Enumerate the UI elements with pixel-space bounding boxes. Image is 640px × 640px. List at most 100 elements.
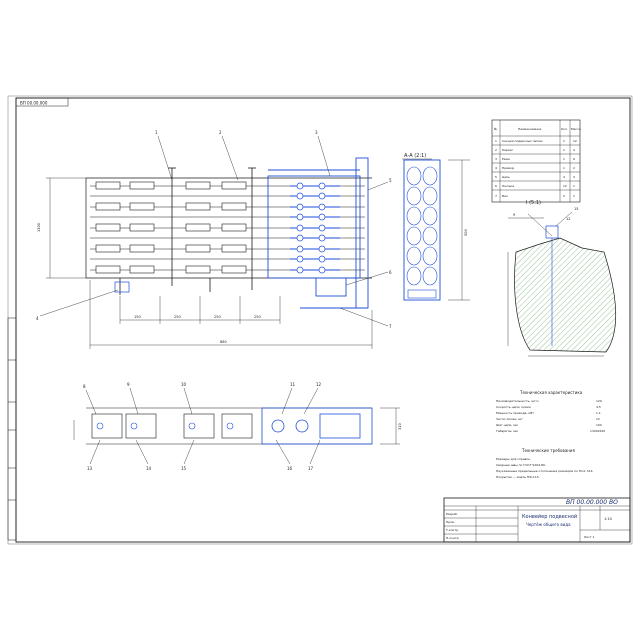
callout-1: 1 xyxy=(155,130,158,135)
spec-row-qty: 12 xyxy=(563,184,567,188)
section-a-a-title: А-А (2:1) xyxy=(404,153,426,159)
spec-row-mass: 2 xyxy=(573,166,575,170)
tech-requirements: Технические требования Размеры для справ… xyxy=(496,448,593,479)
tech-char-value: 100 xyxy=(596,423,602,427)
callout-3: 3 xyxy=(315,130,318,135)
tech-characteristics: Техническая характеристика Производитель… xyxy=(496,390,605,433)
tech-char-title: Техническая характеристика xyxy=(519,390,583,395)
plan-drive-block xyxy=(261,407,373,445)
detail-view: Ⅰ (5:1) 12 9 15 xyxy=(507,200,617,357)
spec-row-name: Люлька xyxy=(502,184,514,188)
spec-row-n: 7 xyxy=(495,194,497,198)
spec-row-mass: 3 xyxy=(573,175,575,179)
detail-hatched-body xyxy=(514,237,617,353)
tech-req-row: Размеры для справок. xyxy=(496,457,531,461)
spec-row-mass: 4 xyxy=(573,148,575,152)
dim-height-value: 1300 xyxy=(37,223,41,232)
spec-row-n: 1 xyxy=(495,139,497,143)
tech-char-value: 4,5 xyxy=(596,405,601,409)
support-posts xyxy=(119,167,256,295)
tech-req-row: Сварные швы по ГОСТ 5264-80. xyxy=(496,463,546,467)
spec-row-qty: 1 xyxy=(563,157,565,161)
title-subtitle: Чертёж общего вида xyxy=(526,522,571,527)
title-doc-code: ВП 00.00.000 ВО xyxy=(566,499,618,506)
spec-row-n: 5 xyxy=(495,175,497,179)
spec-row-name: Секция подвесных люлек xyxy=(502,139,543,143)
detail-label-15: 15 xyxy=(574,207,578,211)
tech-char-value: 1,1 xyxy=(596,411,601,415)
spec-h-num: № xyxy=(494,127,497,131)
title-role-tcontrol: Т.контр. xyxy=(445,528,459,532)
spec-h-qty: Кол. xyxy=(561,127,568,131)
callout-16: 16 xyxy=(287,466,293,471)
main-leaders xyxy=(39,135,389,327)
tech-char-row: Число люлек, шт xyxy=(496,417,523,421)
callout-5: 5 xyxy=(389,178,392,183)
callout-4: 4 xyxy=(36,316,39,321)
dim-880: 880 xyxy=(220,340,227,344)
detail-label-9: 9 xyxy=(513,213,515,217)
tech-char-row: Скорость цепи, м/мин xyxy=(496,405,531,409)
top-stamp: ВП 00.00.000 xyxy=(15,97,69,107)
dim-250-a: 250 xyxy=(174,315,181,319)
section-cradles xyxy=(406,166,438,286)
tech-char-row: Мощность привода, кВт xyxy=(496,411,534,415)
spec-h-mass: Масса xyxy=(571,127,581,131)
main-view: 1300 150 250 250 250 880 1 2 3 4 5 6 7 xyxy=(36,130,392,349)
main-callouts: 1 2 3 4 5 6 7 xyxy=(36,130,392,329)
callout-10: 10 xyxy=(181,382,187,387)
title-role-check: Пров. xyxy=(446,520,455,524)
title-name: Конвейер подвесной xyxy=(522,513,577,520)
tech-req-row: Неуказанные предельные отклонения размер… xyxy=(496,469,593,473)
dim-250-c: 250 xyxy=(254,315,261,319)
top-stamp-text: ВП 00.00.000 xyxy=(20,101,48,106)
main-dimensions xyxy=(46,177,373,349)
dim-plan-310: 310 xyxy=(398,423,402,430)
title-role-ncontrol: Н.контр. xyxy=(446,536,459,540)
callout-13: 13 xyxy=(87,466,93,471)
left-binding-strip xyxy=(7,317,17,541)
callout-15: 15 xyxy=(181,466,187,471)
spec-row-qty: 2 xyxy=(563,194,565,198)
tech-req-row: Покрытие — эмаль ПФ-115. xyxy=(496,475,540,479)
callout-2: 2 xyxy=(219,130,222,135)
detail-label-12: 12 xyxy=(566,217,570,221)
drive-section xyxy=(267,157,369,309)
tech-req-title: Технические требования xyxy=(521,448,576,453)
spec-row-qty: 4 xyxy=(563,175,565,179)
callout-12: 12 xyxy=(316,382,322,387)
callout-7: 7 xyxy=(389,324,392,329)
spec-row-n: 4 xyxy=(495,166,497,170)
tech-char-row: Производительность, шт/ч xyxy=(496,399,539,403)
plan-view: 8 9 10 11 12 13 14 15 16 17 310 xyxy=(73,382,402,471)
detail-title: Ⅰ (5:1) xyxy=(526,200,541,206)
callout-11: 11 xyxy=(290,382,296,387)
title-sheet: Лист 1 xyxy=(584,535,595,539)
main-dimension-values: 1300 150 250 250 250 880 xyxy=(37,223,261,344)
dim-250-b: 250 xyxy=(214,315,221,319)
drive-sprockets xyxy=(296,182,326,274)
callout-14: 14 xyxy=(146,466,152,471)
tech-char-value: 1300x500 xyxy=(590,429,605,433)
spec-h-name: Наименование xyxy=(518,127,541,131)
dim-section-500: 500 xyxy=(464,229,468,236)
section-a-a: А-А (2:1) 500 xyxy=(402,153,470,301)
spec-row-name: Цепь xyxy=(502,175,510,179)
callout-17: 17 xyxy=(308,466,314,471)
title-block: ВП 00.00.000 ВО Конвейер подвесной Чертё… xyxy=(443,497,631,543)
tech-char-value: 120 xyxy=(596,399,602,403)
spec-row-n: 6 xyxy=(495,184,497,188)
spec-row-qty: 1 xyxy=(563,148,565,152)
tech-char-row: Габариты, мм xyxy=(496,429,518,433)
spec-row-name: Рама xyxy=(502,157,510,161)
spec-row-mass: 6 xyxy=(573,157,575,161)
plan-callouts: 8 9 10 11 12 13 14 15 16 17 xyxy=(83,382,322,471)
title-scale: 1:10 xyxy=(604,517,612,521)
spec-row-name: Каркас xyxy=(502,148,514,152)
spec-row-qty: 1 xyxy=(563,139,565,143)
section-frame xyxy=(403,159,441,301)
spec-table: № Наименование Кол. Масса 1 Секция подве… xyxy=(491,119,581,203)
spec-row-name: Вал xyxy=(502,194,508,198)
spec-row-n: 2 xyxy=(495,148,497,152)
